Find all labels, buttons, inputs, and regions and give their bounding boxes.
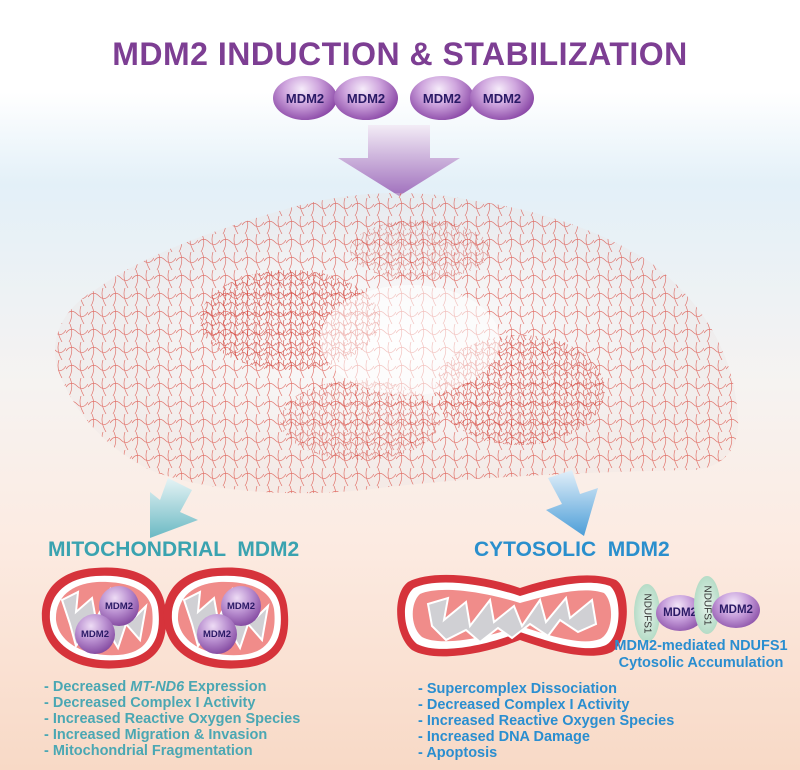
cytosolic-mdm2-label: CYTOSOLIC MDM2 <box>474 538 670 561</box>
caption-line: MDM2-mediated NDUFS1 <box>614 638 788 654</box>
mdm2-protein-label: MDM2 <box>227 600 255 612</box>
mdm2-protein: MDM2 <box>712 592 760 628</box>
mdm2-protein-label: MDM2 <box>203 628 231 640</box>
mdm2-protein: MDM2 <box>334 76 398 120</box>
down-arrow-icon <box>338 125 460 196</box>
down-right-arrow-icon <box>546 470 598 536</box>
list-item: - Apoptosis <box>418 745 498 761</box>
list-item: - Increased Migration & Invasion <box>44 727 268 743</box>
list-item: - Decreased Complex I Activity <box>418 697 630 713</box>
down-left-arrow-icon <box>150 478 198 538</box>
list-item: - Decreased MT-ND6 Expression <box>44 679 267 695</box>
mitochondrial-network <box>54 193 739 494</box>
ndufs1-protein: NDUFS1 <box>634 584 660 642</box>
mdm2-protein-label: MDM2 <box>81 628 109 640</box>
mdm2-protein: MDM2 <box>75 614 115 654</box>
list-item: - Decreased Complex I Activity <box>44 695 256 711</box>
mitochondrial-mdm2-label: MITOCHONDRIAL MDM2 <box>48 538 300 561</box>
mdm2-protein-label: MDM2 <box>105 600 133 612</box>
list-item: - Supercomplex Dissociation <box>418 681 618 697</box>
ndufs1-caption: MDM2-mediated NDUFS1 Cytosolic Accumulat… <box>612 638 790 672</box>
diagram-title: MDM2 INDUCTION & STABILIZATION <box>112 36 688 72</box>
cytosolic-effects-list: - Supercomplex Dissociation - Decreased … <box>418 681 674 761</box>
mitochondrion-elongated <box>397 574 627 657</box>
ndufs1-label: NDUFS1 <box>641 592 653 634</box>
mdm2-protein-label: MDM2 <box>346 90 386 106</box>
mdm2-protein-label: MDM2 <box>422 90 462 106</box>
mdm2-protein-label: MDM2 <box>719 604 753 616</box>
mdm2-protein: MDM2 <box>410 76 474 120</box>
mdm2-protein: MDM2 <box>197 614 237 654</box>
mdm2-protein-label: MDM2 <box>285 90 325 106</box>
ndufs1-label: NDUFS1 <box>701 584 713 626</box>
list-item: - Mitochondrial Fragmentation <box>44 743 253 759</box>
mdm2-protein: MDM2 <box>273 76 337 120</box>
caption-line: Cytosolic Accumulation <box>618 655 784 671</box>
mdm2-protein-label: MDM2 <box>663 607 697 619</box>
mdm2-protein-label: MDM2 <box>482 90 522 106</box>
list-item: - Increased DNA Damage <box>418 729 590 745</box>
list-item: - Increased Reactive Oxygen Species <box>418 713 675 729</box>
list-item: - Increased Reactive Oxygen Species <box>44 711 301 727</box>
mitochondrial-effects-list: - Decreased MT-ND6 Expression - Decrease… <box>44 679 300 759</box>
mdm2-protein: MDM2 <box>470 76 534 120</box>
